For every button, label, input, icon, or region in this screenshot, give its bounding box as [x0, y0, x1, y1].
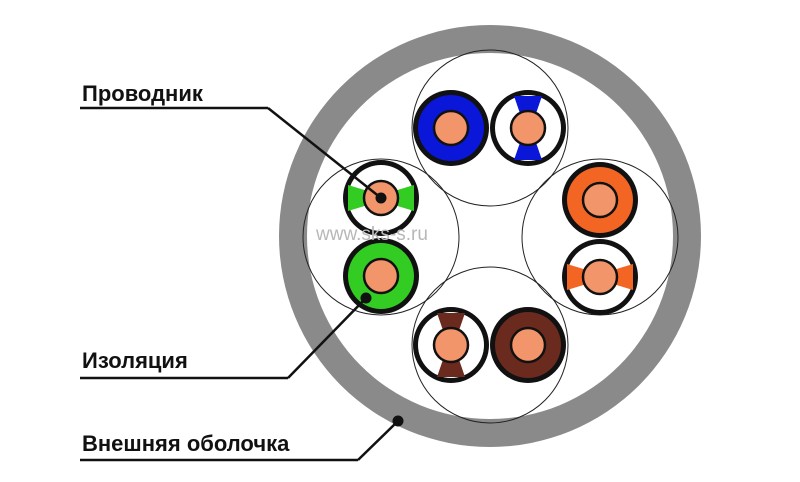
- leader-line-conductor: [80, 106, 387, 204]
- leader-line-outer-jacket: [80, 415, 404, 462]
- label-insulation: Изоляция: [82, 348, 188, 373]
- wire-blue-solid: [413, 90, 489, 166]
- pair-envelope-brown: [411, 266, 569, 424]
- wire-brown-white-striped: [413, 307, 489, 383]
- wire-pair-orange: [562, 162, 638, 315]
- wire-pair-blue: [413, 90, 566, 166]
- cable-core-area: [307, 53, 673, 419]
- watermark-text: www.sks-s.ru: [315, 224, 428, 245]
- pair-envelope-green: [302, 158, 460, 316]
- wire-orange-white-striped: [562, 239, 638, 315]
- wire-pair-brown: [413, 307, 566, 383]
- label-outer-jacket: Внешняя оболочка: [82, 431, 290, 456]
- wire-orange-solid: [562, 162, 638, 238]
- wire-green-solid: [343, 238, 419, 314]
- wire-brown-solid: [490, 307, 566, 383]
- leader-line-insulation: [80, 292, 372, 380]
- pair-envelope-blue: [411, 49, 569, 207]
- label-conductor: Проводник: [82, 81, 204, 106]
- wire-blue-white-striped: [490, 90, 566, 166]
